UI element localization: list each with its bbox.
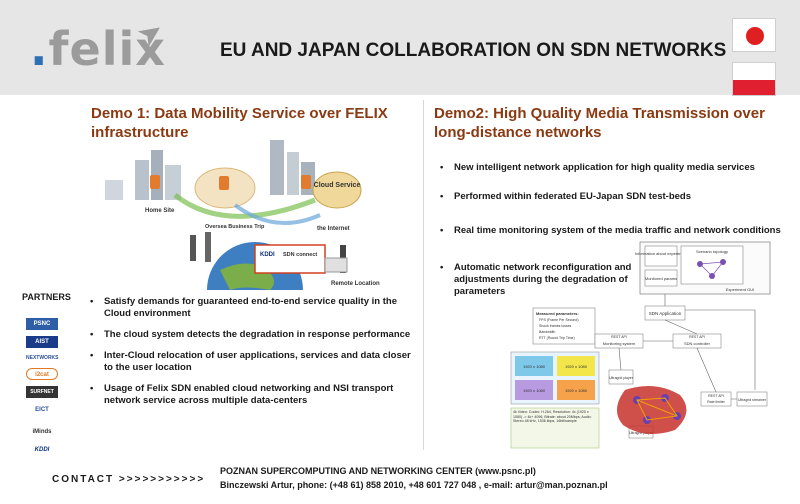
sdn-connect-label: SDN connect [283, 252, 317, 258]
demo2-bullet: Performed within federated EU-Japan SDN … [440, 191, 784, 203]
diagram-connectors [685, 309, 756, 390]
building-shape [287, 152, 299, 195]
demo2-bullet: New intelligent network application for … [440, 162, 784, 174]
japan-flag-sun [746, 27, 764, 45]
video-tile [557, 380, 595, 400]
internet-label: the Internet [317, 226, 350, 232]
demo1-bullet: Usage of Felix SDN enabled cloud network… [90, 383, 418, 407]
rest-api-label: REST API [611, 335, 627, 339]
param-bandwidth: Bandwidth [539, 330, 555, 334]
video-spec-box [510, 407, 600, 449]
information-label: Information about experiment [635, 251, 688, 256]
partner-logo-i2cat: i2cat [26, 368, 58, 380]
felix-logo: .felix ➤ [30, 12, 172, 76]
header-bar [0, 0, 800, 95]
poland-flag-red-band [733, 80, 775, 95]
oversea-trip-label: Oversea Business Trip [205, 224, 265, 230]
japan-flag [732, 18, 776, 52]
video-spec-text: 4k Video: Codec: H.264, Resolution: 4x (… [513, 410, 592, 424]
cloud-service-label: Cloud Service [314, 182, 361, 189]
rest-api-label: REST API [689, 335, 705, 339]
server-icon [150, 175, 160, 189]
building-shape [135, 160, 149, 200]
person-silhouette [190, 235, 196, 261]
demo1-diagram: Cloud Service Home Site Oversea Business… [105, 140, 380, 290]
monitored-params-box [644, 269, 678, 287]
switch-links [636, 397, 678, 421]
contact-label: CONTACT >>>>>>>>>>> [52, 474, 206, 485]
kddi-mark: KDDI [260, 252, 275, 258]
contact-organization: POZNAN SUPERCOMPUTING AND NETWORKING CEN… [220, 466, 536, 476]
experiment-gui-label: Experiment GUI [726, 287, 754, 292]
network-link-green [173, 193, 316, 219]
video-tile-resolution: 1920 x 1080 [565, 364, 588, 369]
remote-location-label: Remote Location [331, 281, 380, 287]
network-link-blue [233, 203, 321, 225]
poland-flag [732, 62, 776, 96]
demo1-bullet: Satisfy demands for guaranteed end-to-en… [90, 296, 418, 320]
param-rtt: RTT (Round Trip Time) [539, 336, 575, 340]
home-site-label: Home Site [145, 208, 175, 214]
column-divider [423, 100, 424, 450]
video-tile [557, 356, 595, 376]
demo2-bullet: Real time monitoring system of the media… [440, 225, 784, 237]
diagram-connectors [618, 294, 737, 400]
ultragrid-player-label: Ultragrid player [609, 376, 634, 380]
partner-logo-surfnet: SURFNET [26, 386, 58, 398]
demo2-bullet: Automatic network reconfiguration and ad… [440, 262, 644, 298]
param-frames-lost: Shock frames losses [539, 324, 572, 328]
building-shape [105, 180, 123, 200]
network-map-shape [616, 386, 687, 434]
person-silhouette [205, 232, 211, 262]
cloud-service-shape [312, 171, 362, 209]
demo1-title: Demo 1: Data Mobility Service over FELIX… [91, 105, 388, 141]
ultragrid-streamer-label: Ultragrid streamer [738, 398, 767, 402]
video-tile [515, 356, 553, 376]
partner-logo-psnc: PSNC [26, 318, 58, 330]
page-title: EU AND JAPAN COLLABORATION ON SDN NETWOR… [220, 40, 727, 61]
server-icon [219, 176, 229, 190]
laptop-icon [324, 257, 348, 273]
demo1-bullet: Inter-Cloud relocation of user applicati… [90, 350, 418, 374]
measured-params-box [532, 307, 596, 345]
monitoring-system-label: Monitoring system [603, 341, 636, 346]
video-tile [515, 380, 553, 400]
rate-limiter-label: Rate limiter [707, 400, 726, 404]
sdn-application-label: SDN Application [649, 311, 682, 316]
partner-logo-eict: EICT [26, 404, 58, 416]
video-tile-resolution: 1920 x 1080 [565, 388, 588, 393]
param-fps: FPS (Frame Per Second) [539, 318, 578, 322]
monitored-params-label: Monitored params [645, 276, 677, 281]
contact-person-details: Binczewski Artur, phone: (+48 61) 858 20… [220, 480, 608, 490]
topology-links [699, 261, 724, 277]
logo-dot: . [30, 22, 49, 76]
information-box [644, 245, 678, 267]
sdn-controller-label: SDN controller [684, 341, 711, 346]
server-icon [301, 175, 311, 189]
demo2-title: Demo2: High Quality Media Transmission o… [434, 105, 765, 141]
ultragrid-player-label-2: Ultragrid player [629, 431, 654, 435]
demo1-bullet-list: Satisfy demands for guaranteed end-to-en… [90, 296, 418, 407]
building-shape [270, 140, 284, 195]
partners-label: PARTNERS [22, 292, 71, 302]
demo2-diagram: Information about experiment Scenario to… [510, 241, 771, 449]
video-spec-container: 4k Video: Codec: H.264, Resolution: 4x (… [513, 410, 592, 424]
partner-logo-aist: AIST [26, 336, 58, 348]
video-tile-resolution: 1920 x 1080 [523, 388, 546, 393]
video-tile-resolution: 1920 x 1080 [523, 364, 546, 369]
partner-logo-kddi: KDDI [26, 444, 58, 456]
measured-params-label: Measured parameters: [536, 311, 579, 316]
partner-logo-nextworks: NEXTWORKS [26, 352, 59, 364]
partner-logo-iminds: iMinds [26, 426, 58, 438]
rest-api-label: REST API [708, 394, 724, 398]
scenario-topology-label: Scenario topology [696, 249, 728, 254]
logo-text: felix [48, 22, 166, 76]
sdn-connect-box [254, 244, 326, 274]
building-shape [165, 165, 181, 200]
demo1-bullet: The cloud system detects the degradation… [90, 329, 418, 341]
